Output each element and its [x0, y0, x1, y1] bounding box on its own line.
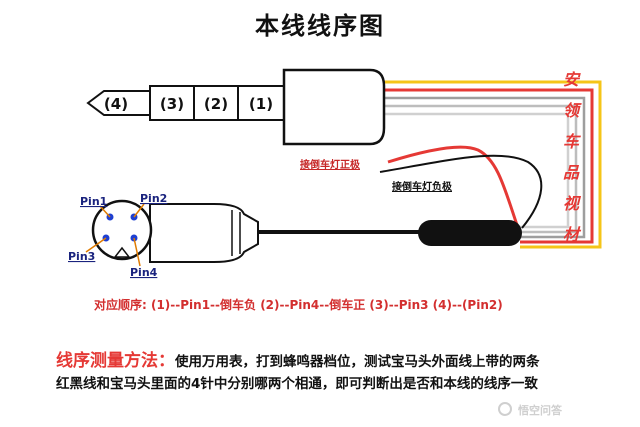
wire-gray-3	[382, 112, 570, 229]
plug-segment-label: (3)	[160, 95, 184, 113]
plug-segment-label: (1)	[249, 95, 273, 113]
audio-plug: (4) (3) (2) (1)	[86, 68, 386, 146]
round-connector: Pin1 Pin2 Pin3 Pin4	[68, 192, 259, 279]
method-heading: 线序测量方法：	[56, 351, 175, 371]
plug-ring-3	[149, 85, 195, 121]
pin-mapping-text: 对应顺序: (1)--Pin1--倒车负 (2)--Pin4--倒车正 (3)-…	[94, 298, 503, 312]
reverse-negative-label: 接倒车灯负极	[392, 182, 452, 193]
method-line-2: 红黑线和宝马头里面的4针中分别哪两个相通，即可判断出是否和本线的线序一致	[56, 376, 538, 392]
pin-lead	[99, 205, 111, 218]
method-line-1: 线序测量方法：使用万用表，打到蜂鸣器档位，测试宝马头外面线上带的两条	[56, 346, 540, 371]
plug-segment-label: (2)	[204, 95, 228, 113]
cable-splitter	[418, 220, 522, 246]
wire-reverse-positive	[387, 145, 520, 229]
side-note-char: 领	[562, 101, 579, 120]
pin-lead	[133, 203, 145, 218]
plug-housing	[282, 68, 386, 146]
pin-lead	[133, 237, 141, 267]
pin-label: Pin1	[80, 195, 107, 208]
connector-body	[149, 203, 259, 263]
reverse-positive-label: 接倒车灯正极	[300, 160, 360, 171]
side-note-char: 材	[562, 225, 579, 244]
pin-label: Pin3	[68, 250, 95, 263]
watermark: 悟空问答	[518, 404, 562, 417]
wire-gray-2	[382, 104, 578, 234]
connector-key	[113, 246, 131, 258]
wire-red-outer	[382, 88, 594, 244]
page-title: 本线线序图	[255, 12, 385, 40]
side-note-char: 视	[562, 194, 579, 213]
method-text-1: 使用万用表，打到蜂鸣器档位，测试宝马头外面线上带的两条	[175, 354, 540, 370]
pin-lead	[85, 237, 107, 253]
side-note-char: 品	[562, 163, 579, 182]
plug-wire-bundle	[382, 80, 602, 249]
watermark-logo-icon	[498, 402, 512, 416]
side-note-char: 车	[562, 132, 579, 151]
pin-label: Pin4	[130, 266, 158, 279]
side-note: 安 领 车 品 视 材	[556, 64, 586, 250]
wire-gray-1	[382, 96, 586, 239]
wire-yellow	[382, 80, 602, 249]
pin-label: Pin2	[140, 192, 167, 205]
plug-segment-label: (4)	[104, 95, 128, 113]
wire-reverse-negative	[379, 154, 543, 229]
side-note-char: 安	[562, 70, 579, 89]
